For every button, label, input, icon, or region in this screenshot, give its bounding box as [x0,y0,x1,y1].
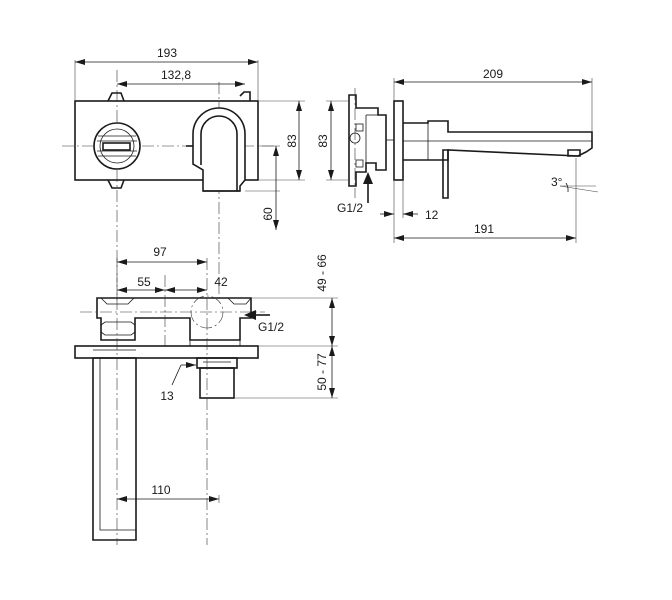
top-view: 97 55 42 G1/2 49 - 66 50 - 77 13 110 [74,245,338,545]
dim-top-body-offset: 97 [153,245,167,259]
dim-side-height: 83 [316,134,330,148]
label-top-inlet: G1/2 [258,320,284,334]
front-view: 193 132,8 83 60 [62,46,305,300]
dim-top-depth-upper: 49 - 66 [315,254,329,292]
dim-side-wall-gap: 12 [425,208,439,222]
top-cartridge [196,357,238,399]
dim-front-height: 83 [285,134,299,148]
dim-front-width: 193 [157,46,177,60]
top-wall-plate [74,345,259,359]
front-handle [93,92,141,189]
label-side-inlet: G1/2 [337,201,363,215]
dim-top-depth-lower: 50 - 77 [315,353,329,391]
side-spout [403,120,593,199]
dim-top-sleeve: 13 [160,389,174,403]
top-spout [92,349,137,541]
top-inlet-arrow [244,310,270,320]
dim-side-total-length: 209 [483,67,503,81]
dim-top-spout-offset: 110 [151,483,170,497]
dim-front-spout-offset: 60 [261,207,275,221]
side-wall-plate [393,100,404,181]
dim-top-left-offset: 55 [137,275,151,289]
front-spout [186,91,251,192]
front-wall-plate [74,100,259,181]
dim-side-angle: 3° [551,175,563,189]
dim-side-spout-length: 191 [474,222,494,236]
dim-top-right-offset: 42 [214,275,228,289]
side-view: 83 G1/2 12 209 191 3° [316,67,599,243]
dim-front-hole-spacing: 132,8 [161,68,191,82]
side-inlet-arrow [363,172,373,203]
